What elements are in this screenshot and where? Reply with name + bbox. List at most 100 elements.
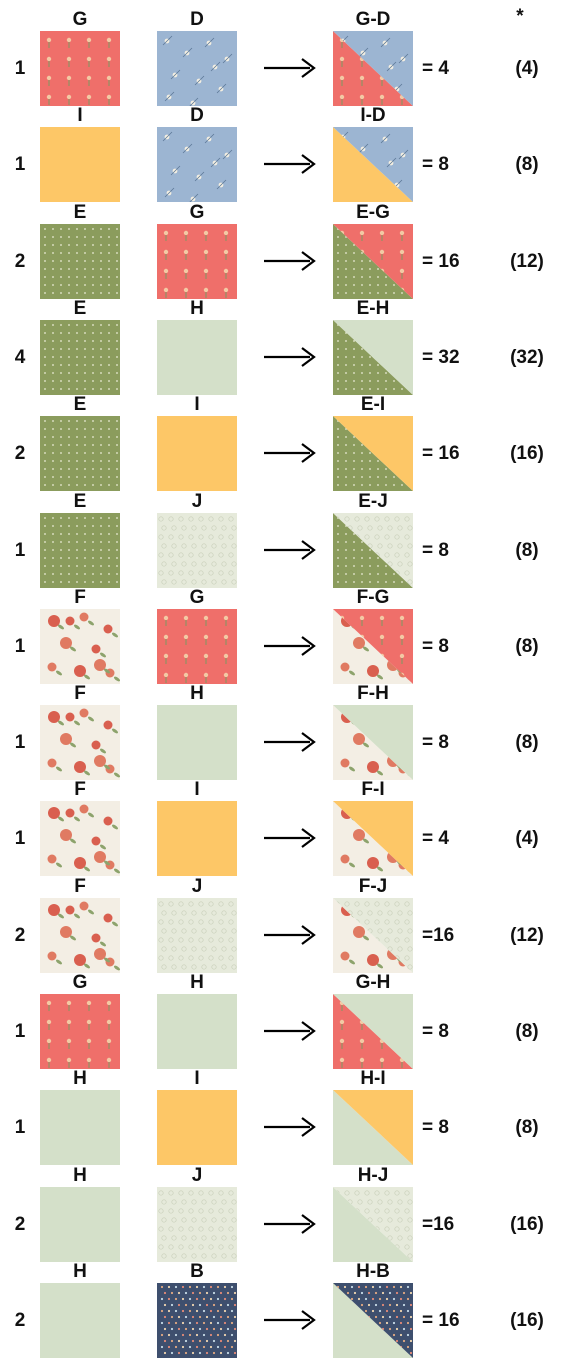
needed-count: (12) (510, 924, 544, 946)
column-header-star: * (516, 6, 524, 27)
arrow-icon (262, 1211, 318, 1237)
fabric-a-label: G (72, 9, 88, 30)
square-count: 2 (14, 1309, 26, 1331)
fabric-a-label: F (74, 586, 86, 608)
result-label: E-I (360, 394, 386, 416)
fabric-b-swatch (157, 416, 237, 492)
fabric-b-square (157, 127, 237, 203)
fabric-a-label: F (74, 779, 86, 801)
fabric-b-label: I (194, 1068, 200, 1090)
fabric-a-swatch (40, 705, 120, 781)
result-label: E-H (356, 297, 390, 319)
fabric-a-swatch (40, 801, 120, 877)
arrow-right-icon (264, 828, 316, 849)
fabric-b-swatch (157, 31, 237, 106)
hst-result-square (333, 512, 413, 588)
fabric-b-square (157, 512, 237, 588)
fabric-b-label: H (190, 972, 204, 993)
fabric-b-square (157, 608, 237, 684)
yield-count: = 8 (422, 1021, 449, 1042)
hst-result-swatch (333, 416, 413, 492)
arrow-right-icon (264, 924, 316, 945)
arrow-right-icon (264, 1117, 316, 1138)
fabric-b-square (157, 897, 237, 973)
fabric-b-square (157, 1282, 237, 1358)
result-label: I-D (360, 105, 386, 127)
needed-count: (8) (515, 1021, 539, 1042)
arrow-icon (262, 151, 318, 177)
fabric-a-swatch (40, 416, 120, 492)
hst-result-swatch (333, 801, 413, 877)
arrow-right-icon (264, 1310, 316, 1330)
square-count: 2 (14, 443, 26, 465)
square-count: 1 (14, 1117, 26, 1139)
fabric-a-square (40, 416, 120, 492)
fabric-a-label: E (73, 297, 87, 319)
fabric-a-label: I (77, 105, 83, 127)
hst-result-square (333, 994, 413, 1069)
yield-count: = 8 (422, 1117, 449, 1139)
fabric-b-swatch (157, 608, 237, 684)
hst-result-swatch (333, 1282, 413, 1358)
result-label: G-D (355, 9, 391, 30)
square-count: 1 (14, 828, 26, 850)
fabric-b-swatch (157, 994, 237, 1069)
fabric-a-swatch (40, 512, 120, 588)
fabric-b-swatch (157, 319, 237, 395)
yield-count: = 8 (422, 539, 449, 561)
hst-result-swatch (333, 705, 413, 781)
fabric-b-label: G (189, 201, 205, 223)
fabric-b-label: J (191, 1164, 203, 1186)
arrow-right-icon (264, 154, 316, 175)
fabric-b-swatch (157, 801, 237, 877)
square-count: 2 (14, 250, 26, 272)
needed-count: (8) (515, 732, 539, 754)
fabric-a-label: E (73, 394, 87, 416)
fabric-b-label: D (190, 105, 204, 127)
yield-count: = 8 (422, 732, 449, 754)
fabric-b-square (157, 1090, 237, 1166)
hst-result-square (333, 31, 413, 106)
fabric-b-square (157, 223, 237, 299)
fabric-a-swatch (40, 1282, 120, 1358)
arrow-icon (262, 825, 318, 851)
fabric-a-square (40, 801, 120, 877)
arrow-icon (262, 1018, 318, 1044)
fabric-b-swatch (157, 705, 237, 781)
fabric-a-swatch (40, 1186, 120, 1262)
yield-count: = 4 (422, 828, 449, 850)
arrow-icon (262, 344, 318, 370)
fabric-a-swatch (40, 897, 120, 973)
hst-result-square (333, 1186, 413, 1262)
hst-result-square (333, 319, 413, 395)
fabric-a-label: E (73, 201, 87, 223)
fabric-b-swatch (157, 127, 237, 203)
needed-count: (8) (515, 539, 539, 561)
fabric-a-square (40, 994, 120, 1069)
fabric-b-swatch (157, 1282, 237, 1358)
fabric-a-swatch (40, 223, 120, 299)
arrow-icon (262, 537, 318, 563)
result-label: F-G (356, 586, 390, 608)
fabric-b-square (157, 801, 237, 877)
fabric-b-label: I (194, 779, 200, 801)
fabric-b-square (157, 994, 237, 1069)
fabric-a-label: H (73, 1164, 87, 1186)
fabric-a-square (40, 127, 120, 203)
yield-count: = 4 (422, 58, 449, 79)
hst-result-square (333, 127, 413, 203)
arrow-icon (262, 922, 318, 948)
fabric-a-square (40, 512, 120, 588)
arrow-right-icon (264, 443, 316, 464)
hst-result-swatch (333, 608, 413, 684)
arrow-right-icon (264, 58, 316, 78)
fabric-a-swatch (40, 127, 120, 203)
fabric-b-swatch (157, 897, 237, 973)
square-count: 2 (14, 1213, 26, 1235)
